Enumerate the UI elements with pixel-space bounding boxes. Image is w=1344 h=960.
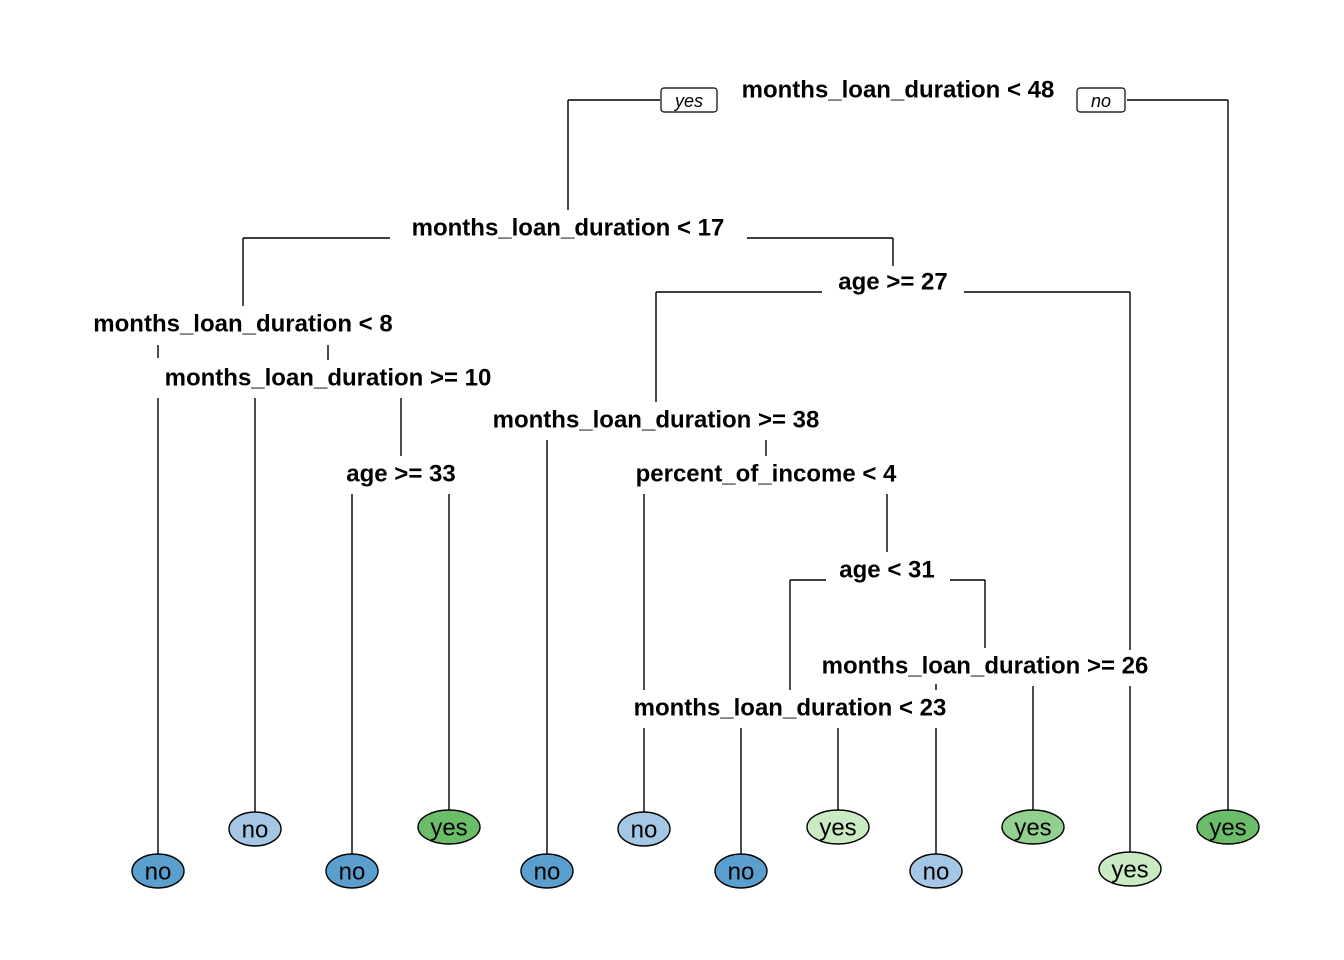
branch-label-yes-text: yes xyxy=(673,91,703,111)
leaf-node-l10 xyxy=(1001,809,1065,845)
leaf-label-l8: yes xyxy=(819,815,856,842)
split-label-n6: age >= 33 xyxy=(346,461,455,488)
leaf-label-l12: yes xyxy=(1209,815,1246,842)
leaf-node-l4 xyxy=(417,809,481,845)
split-label-n10: months_loan_duration >= 26 xyxy=(822,653,1149,680)
split-label-n2: months_loan_duration < 17 xyxy=(412,215,725,242)
split-label-n9: age < 31 xyxy=(839,557,934,584)
leaf-node-l3 xyxy=(325,853,379,889)
split-label-n5: months_loan_duration >= 10 xyxy=(165,365,492,392)
leaf-node-l7 xyxy=(714,853,768,889)
leaf-node-l6 xyxy=(617,811,671,847)
leaf-node-l2 xyxy=(228,811,282,847)
leaf-node-l11 xyxy=(1098,851,1162,887)
split-label-n1: months_loan_duration < 48 xyxy=(742,77,1055,104)
split-label-n4: months_loan_duration < 8 xyxy=(93,311,392,338)
leaf-label-l2: no xyxy=(242,817,269,844)
branch-label-no-text: no xyxy=(1091,91,1111,111)
leaf-label-l4: yes xyxy=(430,815,467,842)
leaf-label-l6: no xyxy=(631,817,658,844)
leaf-label-l1: no xyxy=(145,859,172,886)
leaf-label-l3: no xyxy=(339,859,366,886)
leaf-node-l8 xyxy=(806,809,870,845)
branch-label-no-box xyxy=(1076,87,1126,113)
split-label-n7: months_loan_duration >= 38 xyxy=(493,407,820,434)
leaf-node-l5 xyxy=(520,853,574,889)
leaf-node-l1 xyxy=(131,853,185,889)
leaf-label-l7: no xyxy=(728,859,755,886)
leaf-label-l11: yes xyxy=(1111,857,1148,884)
leaf-label-l5: no xyxy=(534,859,561,886)
split-label-n3: age >= 27 xyxy=(838,269,947,296)
branch-label-yes-box xyxy=(660,87,718,113)
leaf-node-l12 xyxy=(1196,809,1260,845)
split-label-n8: percent_of_income < 4 xyxy=(636,461,897,488)
split-label-n11: months_loan_duration < 23 xyxy=(634,695,947,722)
leaf-label-l10: yes xyxy=(1014,815,1051,842)
leaf-label-l9: no xyxy=(923,859,950,886)
leaf-node-l9 xyxy=(909,853,963,889)
